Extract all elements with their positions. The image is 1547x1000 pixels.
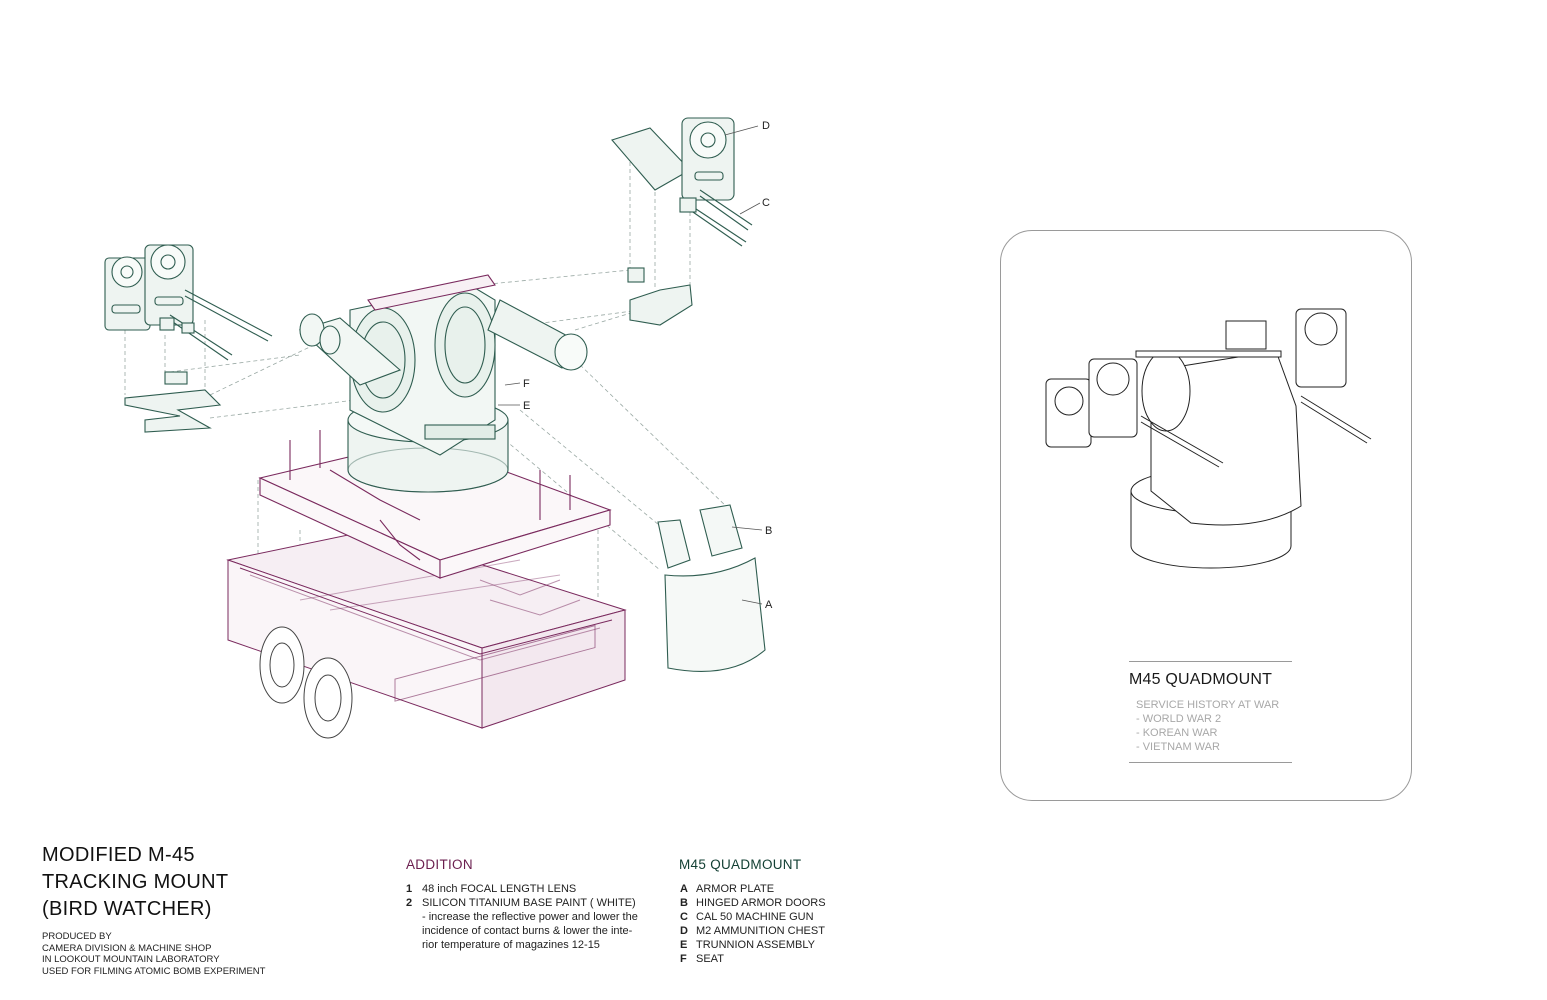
title-line: TRACKING MOUNT <box>42 871 229 893</box>
trailer-wheels <box>259 626 353 739</box>
card-title: M45 QUADMOUNT <box>1129 671 1273 688</box>
addition-heading: ADDITION <box>406 857 473 872</box>
right-gun-pair <box>611 117 753 247</box>
armor-doors <box>657 504 743 569</box>
right-seat-parts <box>627 267 693 326</box>
callout-d: D <box>762 120 770 132</box>
produced-by-block: PRODUCED BY CAMERA DIVISION & MACHINE SH… <box>42 931 265 977</box>
main-title: MODIFIED M-45 TRACKING MOUNT (BIRD WATCH… <box>42 842 228 923</box>
callout-f: F <box>523 378 530 390</box>
war-item: - VIETNAM WAR <box>1136 741 1220 753</box>
produced-line: CAMERA DIVISION & MACHINE SHOP <box>42 942 212 954</box>
war-item: - KOREAN WAR <box>1136 727 1218 739</box>
callout-b: B <box>765 525 772 537</box>
addition-note: - increase the reflective power and lowe… <box>422 910 638 952</box>
produced-line: USED FOR FILMING ATOMIC BOMB EXPERIMENT <box>42 965 266 977</box>
produced-line: PRODUCED BY <box>42 931 112 942</box>
m45-reference-card: M45 QUADMOUNT SERVICE HISTORY AT WAR - W… <box>1000 230 1412 801</box>
callout-a: A <box>765 599 773 611</box>
left-seat-parts <box>124 371 222 433</box>
card-rule-bottom <box>1129 762 1292 763</box>
quadmount-heading: M45 QUADMOUNT <box>679 857 802 872</box>
left-gun-pair <box>104 244 273 361</box>
callout-leaders <box>498 125 763 605</box>
callout-c: C <box>762 197 770 209</box>
note-line: rior temperature of magazines 12-15 <box>422 939 600 951</box>
card-war-list: - WORLD WAR 2 - KOREAN WAR - VIETNAM WAR <box>1136 712 1221 754</box>
produced-line: IN LOOKOUT MOUNTAIN LABORATORY <box>42 954 220 965</box>
armor-plate <box>664 557 766 672</box>
seat-arm <box>298 313 402 386</box>
trailer-chassis <box>226 529 627 729</box>
title-line: (BIRD WATCHER) <box>42 898 212 920</box>
card-subtitle: SERVICE HISTORY AT WAR <box>1136 699 1280 711</box>
title-line: MODIFIED M-45 <box>42 844 195 866</box>
card-rule-top <box>1129 661 1292 662</box>
m45-assembled-drawing <box>1045 308 1372 569</box>
note-line: - increase the reflective power and lowe… <box>422 911 638 923</box>
war-item: - WORLD WAR 2 <box>1136 713 1222 725</box>
focal-lens <box>487 299 588 371</box>
note-line: incidence of contact burns & lower the i… <box>422 925 633 937</box>
callout-labels: D C F E B A <box>523 120 773 611</box>
callout-e: E <box>523 400 530 412</box>
